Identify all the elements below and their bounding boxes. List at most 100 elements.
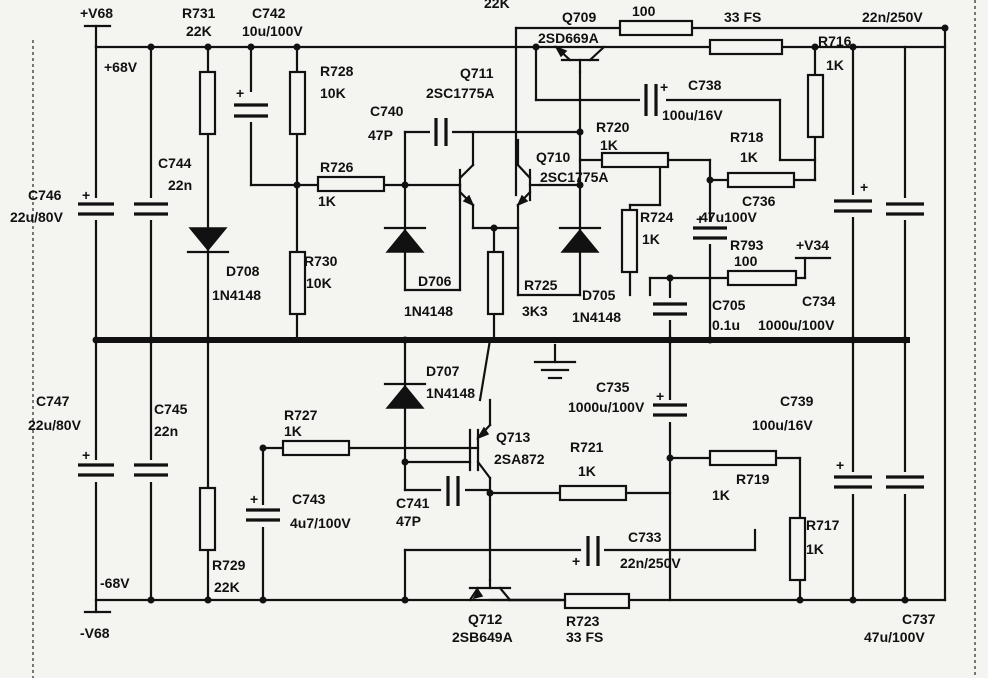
diode-d705	[558, 226, 602, 253]
svg-text:1K: 1K	[712, 487, 730, 503]
svg-text:C735: C735	[596, 379, 630, 395]
svg-text:+: +	[660, 79, 668, 95]
svg-text:22n: 22n	[154, 423, 178, 439]
svg-text:47u/100V: 47u/100V	[864, 629, 925, 645]
svg-text:10K: 10K	[320, 85, 346, 101]
svg-text:22u/80V: 22u/80V	[10, 209, 64, 225]
transistor-q712	[468, 578, 567, 602]
svg-text:3K3: 3K3	[522, 303, 548, 319]
svg-text:R729: R729	[212, 557, 246, 573]
svg-text:+: +	[236, 85, 244, 101]
svg-text:2SC1775A: 2SC1775A	[540, 169, 609, 185]
transistor-q710	[516, 138, 542, 207]
capacitor-c732	[886, 198, 924, 220]
svg-text:4u7/100V: 4u7/100V	[290, 515, 351, 531]
resistor-r729	[198, 486, 217, 552]
svg-text:R726: R726	[320, 159, 354, 175]
svg-text:C705: C705	[712, 297, 746, 313]
svg-text:1N4148: 1N4148	[404, 303, 453, 319]
svg-text:1N4148: 1N4148	[572, 309, 621, 325]
svg-text:+: +	[696, 211, 704, 227]
svg-text:+: +	[860, 179, 868, 195]
resistor-r726	[316, 175, 386, 193]
resistor-r723	[563, 592, 631, 610]
svg-text:+: +	[250, 491, 258, 507]
svg-text:1K: 1K	[578, 463, 596, 479]
svg-text:C733: C733	[628, 529, 662, 545]
rail-vpos: +V68	[80, 5, 113, 21]
resistor-r720	[600, 151, 670, 169]
svg-text:R728: R728	[320, 63, 354, 79]
svg-text:100: 100	[734, 253, 758, 269]
svg-text:R716: R716	[818, 33, 852, 49]
svg-text:Q709: Q709	[562, 9, 596, 25]
svg-text:R730: R730	[304, 253, 338, 269]
svg-text:C743: C743	[292, 491, 326, 507]
svg-text:R719: R719	[736, 471, 770, 487]
resistors	[198, 19, 825, 610]
resistor-r725	[486, 250, 505, 316]
svg-text:47P: 47P	[396, 513, 421, 529]
svg-text:2SB649A: 2SB649A	[452, 629, 513, 645]
svg-text:R724: R724	[640, 209, 674, 225]
svg-text:R727: R727	[284, 407, 318, 423]
svg-text:1K: 1K	[284, 423, 302, 439]
svg-text:1K: 1K	[600, 137, 618, 153]
svg-text:R793: R793	[730, 237, 764, 253]
capacitor-c738: +	[640, 79, 668, 116]
svg-text:1N4148: 1N4148	[426, 385, 475, 401]
transistor-q709	[554, 45, 606, 74]
svg-text:100: 100	[632, 3, 656, 19]
diode-d708	[186, 227, 230, 254]
labels: +V68 +68V -68V -V68 +V34 R731 22K C742 1…	[10, 0, 936, 645]
svg-text:22n: 22n	[168, 177, 192, 193]
svg-text:100u/16V: 100u/16V	[752, 417, 813, 433]
capacitor-c705	[653, 298, 687, 320]
svg-text:+: +	[82, 187, 90, 203]
capacitor-c741	[443, 476, 465, 506]
svg-text:33 FS: 33 FS	[566, 629, 603, 645]
svg-text:Q711: Q711	[460, 65, 494, 81]
diodes	[186, 226, 602, 409]
svg-text:C742: C742	[252, 5, 286, 21]
capacitor-c734: +	[834, 179, 872, 217]
capacitor-c742: +	[234, 85, 268, 122]
resistor-r719	[708, 449, 778, 467]
resistor-r722	[708, 38, 784, 56]
resistor-r728	[288, 70, 307, 136]
svg-text:2SC1775A: 2SC1775A	[426, 85, 495, 101]
svg-text:C740: C740	[370, 103, 404, 119]
svg-text:C738: C738	[688, 77, 722, 93]
capacitor-c739: +	[572, 536, 604, 569]
svg-text:Q710: Q710	[536, 149, 570, 165]
svg-text:R731: R731	[182, 5, 216, 21]
svg-text:D705: D705	[582, 287, 616, 303]
capacitor-c736: +	[693, 211, 727, 244]
svg-text:2SA872: 2SA872	[494, 451, 545, 467]
svg-text:Q713: Q713	[496, 429, 530, 445]
resistor-r793	[726, 269, 798, 287]
capacitor-c746: +	[78, 187, 114, 220]
svg-text:C745: C745	[154, 401, 188, 417]
svg-text:R721: R721	[570, 439, 604, 455]
svg-text:Q712: Q712	[468, 611, 502, 627]
resistor-r727	[281, 439, 351, 457]
svg-text:1000u/100V: 1000u/100V	[758, 317, 835, 333]
svg-text:C744: C744	[158, 155, 192, 171]
svg-text:C741: C741	[396, 495, 430, 511]
svg-text:R720: R720	[596, 119, 630, 135]
svg-text:22n/250V: 22n/250V	[862, 9, 923, 25]
capacitor-c745	[134, 460, 168, 482]
resistor-r717	[788, 516, 807, 582]
capacitor-c744	[134, 198, 168, 220]
resistor-r718	[726, 171, 796, 189]
svg-text:22u/80V: 22u/80V	[28, 417, 82, 433]
svg-text:+: +	[82, 447, 90, 463]
svg-text:1000u/100V: 1000u/100V	[568, 399, 645, 415]
svg-text:1K: 1K	[826, 57, 844, 73]
svg-text:10u/100V: 10u/100V	[242, 23, 303, 39]
svg-text:1K: 1K	[318, 193, 336, 209]
capacitor-c733	[886, 472, 924, 494]
capacitor-c740	[430, 118, 452, 146]
svg-text:100u/16V: 100u/16V	[662, 107, 723, 123]
